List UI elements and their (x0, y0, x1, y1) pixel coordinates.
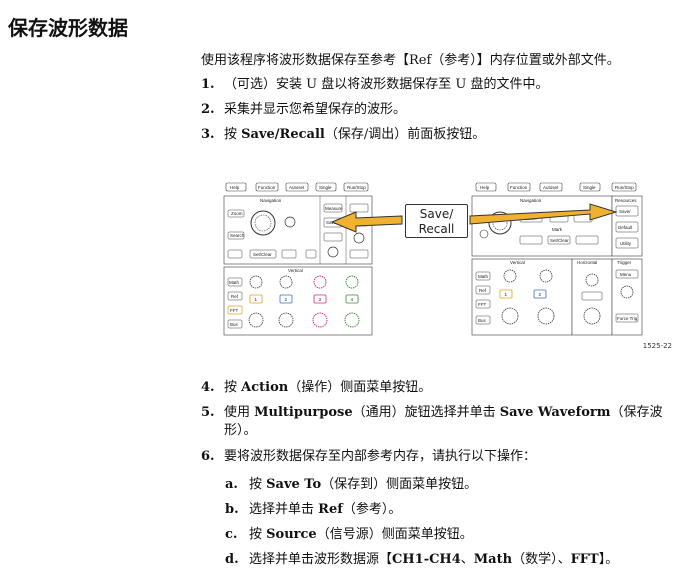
svg-text:Vertical: Vertical (288, 268, 303, 273)
front-panel-figure: Help Function Autoset Single Run/Stop Naviga… (220, 178, 672, 350)
svg-text:Ref: Ref (231, 294, 239, 299)
svg-text:Zoom: Zoom (231, 211, 243, 216)
svg-text:Navigation: Navigation (520, 198, 542, 203)
svg-text:4: 4 (351, 297, 354, 302)
svg-text:Set/Clear: Set/Clear (550, 238, 569, 243)
svg-text:Horizontal: Horizontal (577, 260, 597, 265)
svg-text:3: 3 (319, 297, 322, 302)
svg-text:FFT: FFT (478, 302, 486, 307)
svg-text:Vertical: Vertical (510, 260, 525, 265)
callout-arrows (330, 203, 618, 233)
svg-text:Run/Stop: Run/Stop (615, 185, 634, 190)
right-panel: Help Function Autoset Single Run/Stop Naviga… (471, 182, 643, 336)
svg-text:Function: Function (510, 185, 528, 190)
svg-text:Ref: Ref (479, 288, 487, 293)
svg-text:Search: Search (230, 233, 245, 238)
svg-text:Resources: Resources (615, 198, 637, 203)
svg-text:Trigger: Trigger (617, 260, 632, 265)
svg-text:FFT: FFT (230, 308, 238, 313)
svg-text:Autoset: Autoset (289, 185, 305, 190)
left-arrow-icon (330, 211, 403, 233)
svg-text:Save/: Save/ (619, 209, 631, 214)
svg-text:Math: Math (229, 280, 240, 285)
svg-text:Set/Clear: Set/Clear (253, 252, 272, 257)
page-title: 保存波形数据 (8, 16, 128, 40)
svg-text:Function: Function (258, 185, 276, 190)
svg-text:2: 2 (285, 297, 288, 302)
svg-text:Navigation: Navigation (260, 198, 282, 203)
front-panel-illustration: Help Function Autoset Single Run/Stop Naviga… (223, 182, 643, 336)
svg-text:1: 1 (255, 297, 258, 302)
svg-text:Single: Single (319, 185, 332, 190)
svg-text:Bus: Bus (230, 322, 239, 327)
svg-text:Run/Stop: Run/Stop (347, 185, 366, 190)
svg-text:Single: Single (583, 185, 596, 190)
right-arrow-icon (469, 203, 618, 225)
svg-text:Menu: Menu (620, 272, 632, 277)
save-recall-callout: Save/ Recall (405, 204, 468, 238)
step-5: 5. 使用 Multipurpose（通用）旋钮选择并单击 Save Wavef… (201, 405, 663, 438)
svg-text:Help: Help (230, 185, 240, 190)
svg-text:2: 2 (539, 292, 542, 297)
figure-number: 1525-22 (642, 342, 672, 350)
svg-text:1: 1 (505, 292, 508, 297)
left-panel: Help Function Autoset Single Run/Stop Naviga… (223, 182, 373, 336)
svg-text:Mark: Mark (552, 227, 563, 232)
svg-text:Default: Default (618, 225, 633, 230)
intro-paragraph: 使用该程序将波形数据保存至参考【Ref（参考）】内存位置或外部文件。 (201, 53, 620, 68)
svg-text:Autoset: Autoset (543, 185, 559, 190)
svg-text:Measure: Measure (325, 206, 343, 211)
svg-text:Help: Help (480, 185, 490, 190)
svg-text:Save: Save (326, 220, 337, 225)
svg-text:Math: Math (478, 274, 489, 279)
svg-text:Force Trig: Force Trig (617, 316, 638, 321)
svg-text:Utility: Utility (620, 241, 632, 246)
svg-text:Bus: Bus (478, 318, 487, 323)
